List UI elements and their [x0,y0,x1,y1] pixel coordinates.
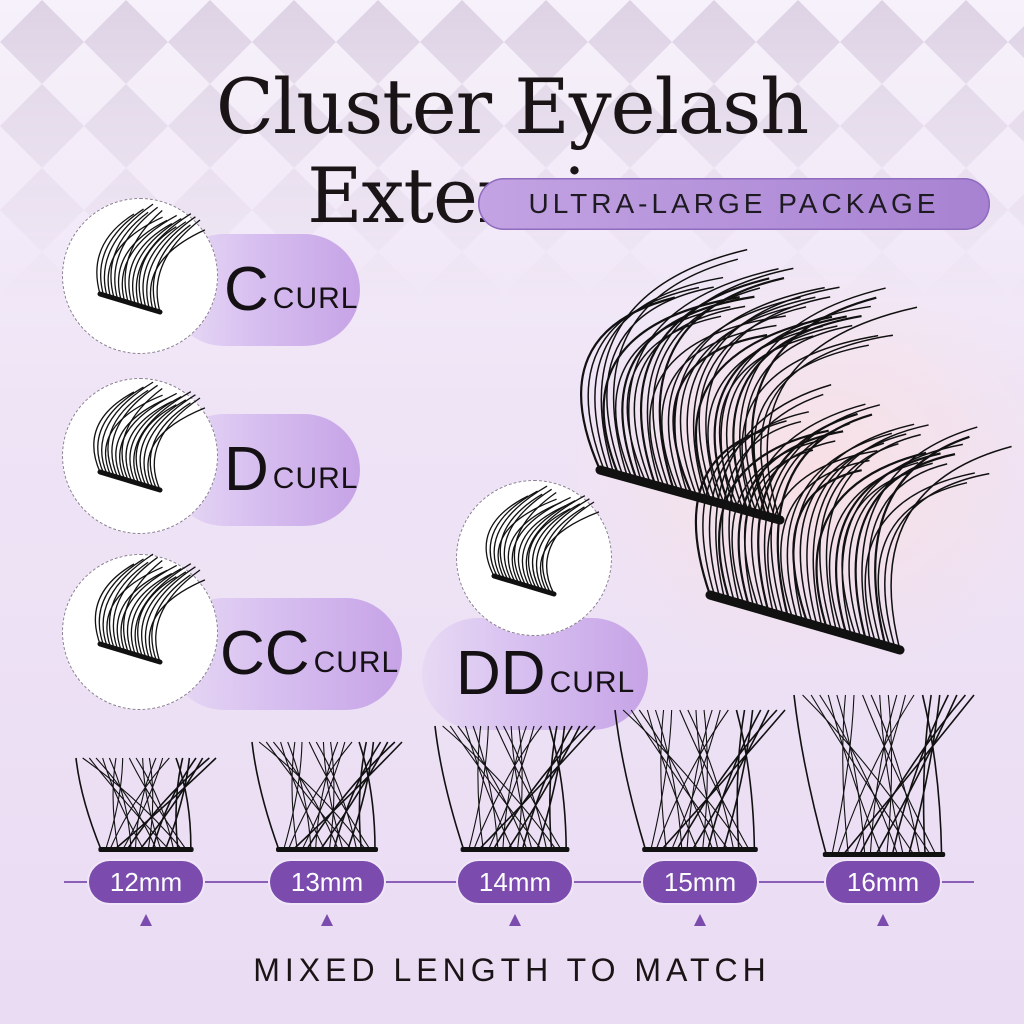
footer-caption: MIXED LENGTH TO MATCH [253,952,771,988]
length-label-16mm: 16mm [824,859,942,905]
curl-letter: DD [456,639,546,708]
curl-letter: D [224,435,269,504]
lash-c-curl-icon [96,203,206,315]
lash-sample-dd [456,480,612,636]
length-label-12mm: 12mm [87,859,205,905]
lash-cluster-13mm-icon [251,741,403,852]
length-marker [509,914,521,926]
curl-letter: C [224,255,269,324]
lash-sample-cc [62,554,218,710]
lash-hero-top-icon [580,248,918,525]
length-label-15mm: 15mm [641,859,759,905]
curl-suffix: CURL [549,666,636,699]
lash-cluster-16mm-icon [793,694,975,857]
length-marker [694,914,706,926]
length-marker [877,914,889,926]
length-marker [140,914,152,926]
lash-dd-curl-icon [485,485,600,597]
curl-suffix: CURL [313,646,400,679]
length-label-13mm: 13mm [268,859,386,905]
lash-cluster-15mm-icon [614,709,786,852]
curl-suffix: CURL [272,282,359,315]
package-banner: ULTRA-LARGE PACKAGE [478,178,990,230]
lash-d-curl-icon [93,381,206,493]
length-marker [321,914,333,926]
curl-letter: CC [220,619,310,688]
lash-hero-bottom-icon [694,384,1012,655]
lash-cluster-12mm-icon [75,757,217,852]
curl-suffix: CURL [272,462,359,495]
lash-cc-curl-icon [94,553,206,665]
lash-cluster-14mm-icon [434,725,596,852]
length-label-14mm: 14mm [456,859,574,905]
curl-pill-dd: DD CURL [422,618,648,730]
